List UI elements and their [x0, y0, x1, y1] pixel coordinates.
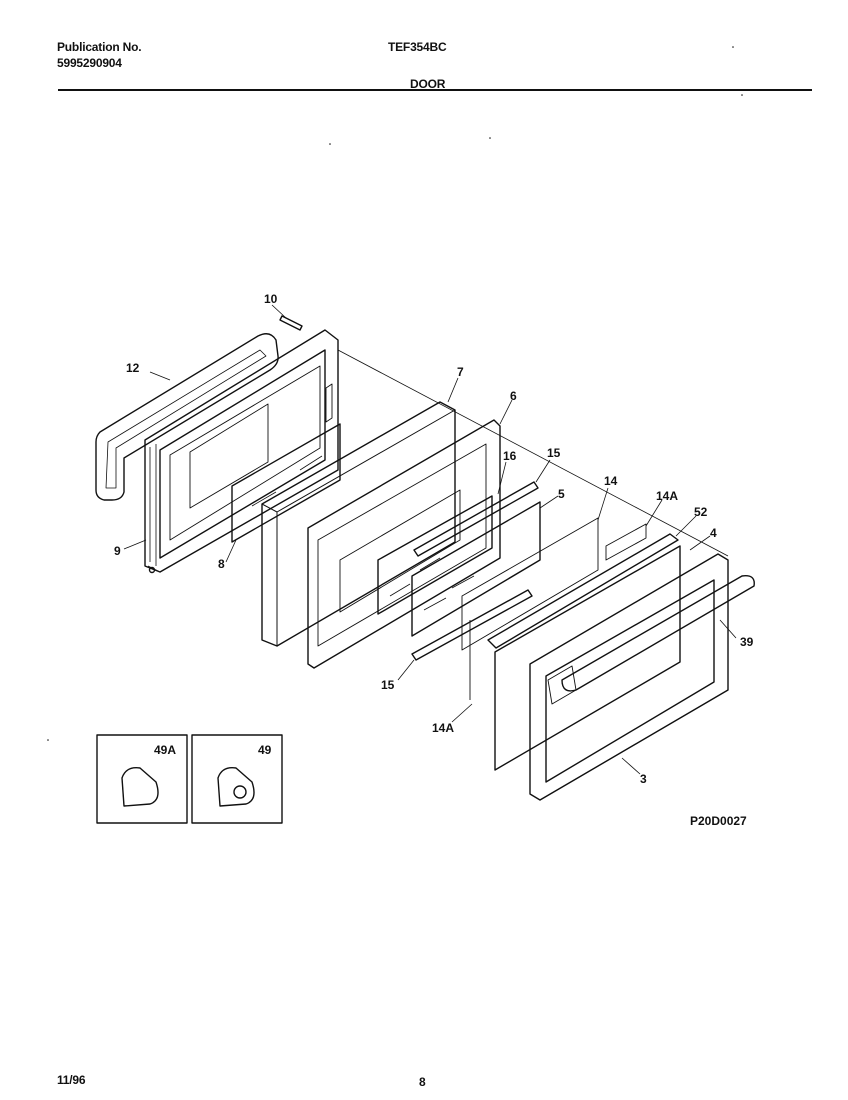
part-outer-glass [411, 501, 541, 637]
part-gasket [95, 333, 279, 501]
callout-10: 10 [264, 292, 278, 306]
callout-14: 14 [604, 474, 618, 488]
footer-date: 11/96 [57, 1073, 86, 1087]
model-number: TEF354BC [388, 40, 447, 54]
part-inner-liner [144, 329, 339, 574]
callout-5: 5 [558, 487, 565, 501]
callout-52: 52 [694, 505, 708, 519]
callout-14a-upper: 14A [656, 489, 678, 503]
callout-15-upper: 15 [547, 446, 561, 460]
part-glass-pack [461, 517, 599, 651]
diagram-code: P20D0027 [690, 814, 747, 828]
callout-6: 6 [510, 389, 517, 403]
callout-16: 16 [503, 449, 517, 463]
callout-7: 7 [457, 365, 464, 379]
inset-49a [96, 734, 188, 824]
inset-label-49a: 49A [154, 743, 176, 757]
part-insulation [231, 423, 341, 543]
part-spacers [469, 523, 647, 700]
part-screw [279, 315, 303, 331]
inset-label-49: 49 [258, 743, 272, 757]
callout-15-lower: 15 [381, 678, 395, 692]
leader-lines [123, 304, 737, 775]
callout-4: 4 [710, 526, 717, 540]
publication-label: Publication No. [57, 40, 142, 54]
callout-3: 3 [640, 772, 647, 786]
page-number: 8 [419, 1075, 426, 1089]
part-outer-door-glass [494, 545, 681, 771]
part-trim-strip [487, 533, 679, 649]
scan-dots [47, 46, 743, 741]
publication-number: 5995290904 [57, 56, 122, 70]
part-door-panel [261, 401, 456, 647]
part-retainer-strips [411, 481, 539, 661]
part-handle [561, 575, 755, 692]
part-glass-frame [307, 419, 501, 669]
callout-39: 39 [740, 635, 754, 649]
section-title: DOOR [410, 77, 446, 91]
callout-8: 8 [218, 557, 225, 571]
header-rule [58, 89, 812, 91]
callout-14a-lower: 14A [432, 721, 454, 735]
callout-9: 9 [114, 544, 121, 558]
callout-12: 12 [126, 361, 140, 375]
part-outer-frame [529, 553, 729, 801]
inset-49 [191, 734, 283, 824]
part-window-glass [377, 495, 493, 615]
